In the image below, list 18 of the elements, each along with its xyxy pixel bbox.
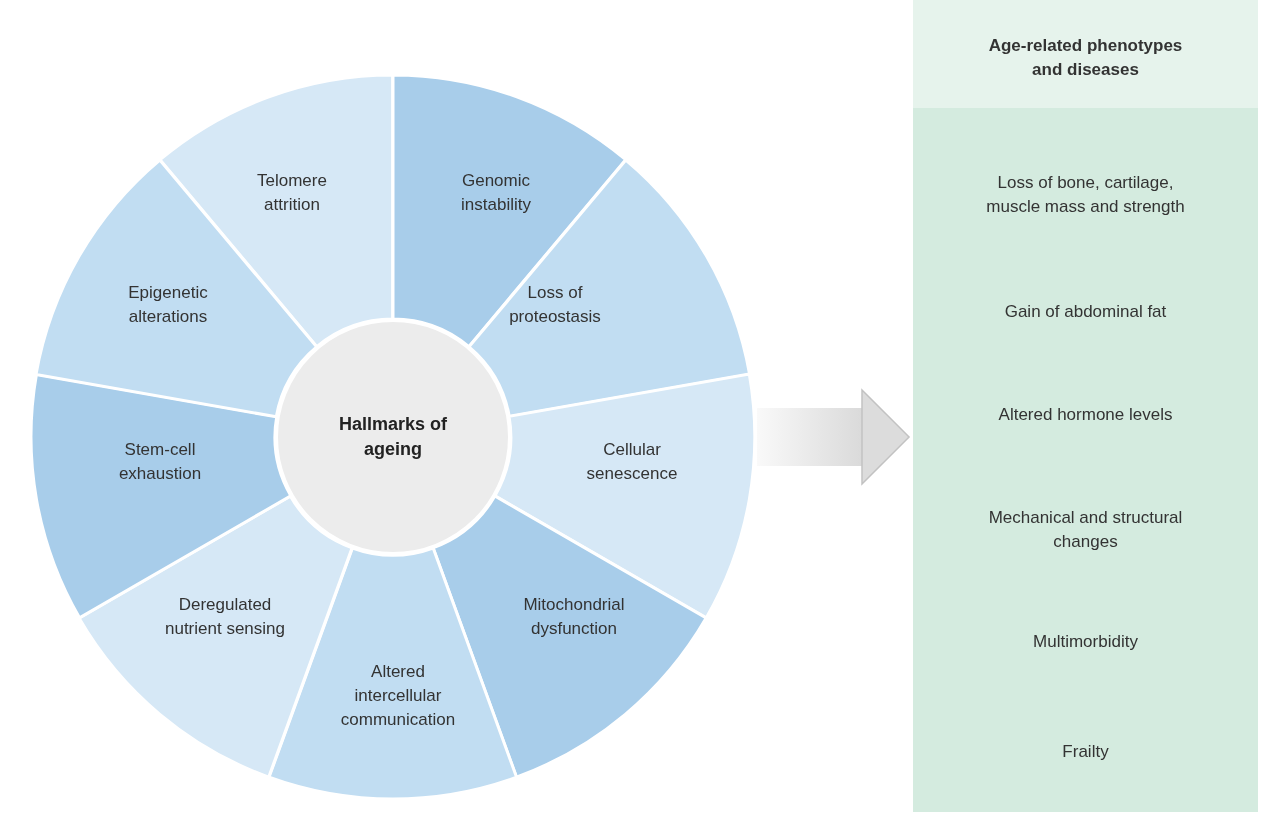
segment-label: Epigenetic alterations (127, 282, 209, 328)
phenotype-text: Altered hormone levels (997, 404, 1174, 426)
phenotype-text: Multimorbidity (1032, 631, 1139, 653)
phenotype-text: Gain of abdominal fat (1003, 301, 1168, 323)
panel-heading: Age-related phenotypes and diseases (987, 35, 1184, 81)
segment-label: Altered intercellular communication (339, 661, 457, 731)
segment-label: Loss of proteostasis (508, 282, 602, 328)
segment-label: Mitochondrial dysfunction (522, 594, 626, 640)
phenotype-text: Loss of bone, cartilage, muscle mass and strength (985, 172, 1186, 218)
center-label: Hallmarks of ageing (337, 413, 448, 461)
phenotype-text: Mechanical and structural changes (987, 507, 1184, 553)
segment-label: Cellular senescence (585, 439, 679, 485)
segment-label: Stem-cell exhaustion (117, 439, 203, 485)
block-arrow (757, 389, 910, 485)
segment-label: Deregulated nutrient sensing (163, 594, 286, 640)
segment-label: Telomere attrition (256, 170, 328, 216)
phenotype-text: Frailty (1061, 741, 1110, 763)
segment-label: Genomic instability (460, 170, 532, 216)
